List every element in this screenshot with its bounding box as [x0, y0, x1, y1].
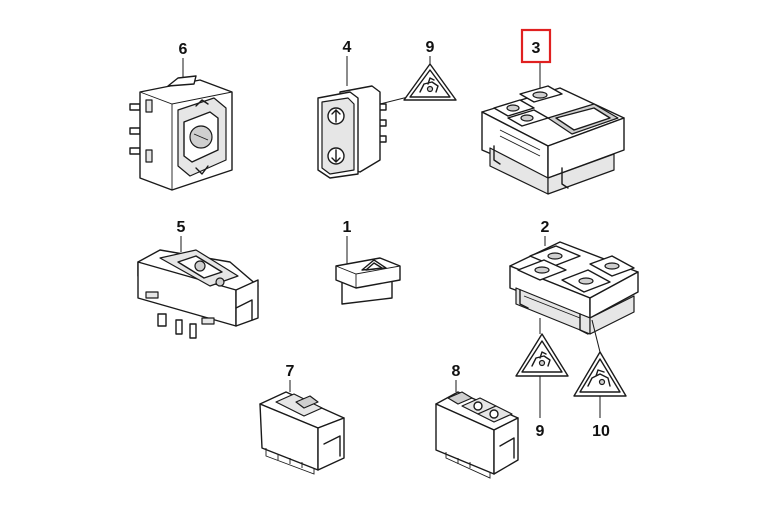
part-5-number: 5 — [177, 219, 186, 236]
part-7-switch[interactable] — [259, 380, 345, 475]
part-4-number: 4 — [343, 39, 352, 56]
part-9-symbol-bottom[interactable] — [515, 333, 569, 418]
part-6-window-switch[interactable] — [129, 58, 233, 191]
part-6-number: 6 — [179, 41, 188, 58]
part-2-multi-switch[interactable] — [509, 236, 639, 335]
part-10-number: 10 — [592, 423, 610, 440]
part-1-hazard-switch[interactable] — [335, 236, 401, 305]
part-8-dual-switch[interactable] — [435, 380, 519, 479]
part-9-bottom-number: 9 — [536, 423, 545, 440]
part-9-symbol-top[interactable] — [403, 56, 457, 101]
part-5-seat-switch[interactable] — [137, 236, 259, 339]
part-3-number: 3 — [532, 40, 541, 57]
part-7-number: 7 — [286, 363, 295, 380]
part-10-symbol[interactable] — [573, 351, 627, 418]
part-2-number: 2 — [541, 219, 550, 236]
part-4-arrow-switch[interactable] — [317, 56, 387, 179]
part-1-number: 1 — [343, 219, 352, 236]
part-8-number: 8 — [452, 363, 461, 380]
part-3-highlight-box — [520, 28, 552, 64]
part-3-switch-block[interactable] — [481, 62, 625, 195]
part-9-top-number: 9 — [426, 39, 435, 56]
